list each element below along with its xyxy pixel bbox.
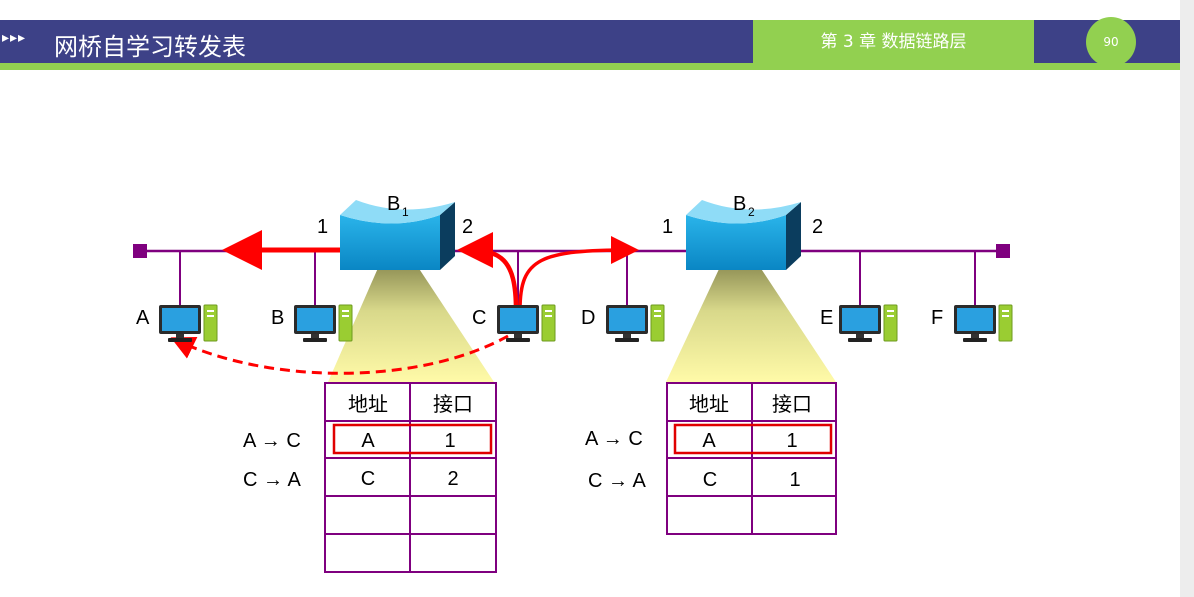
- bridge-b1-port2: 2: [462, 216, 473, 238]
- computer-icon: [497, 304, 556, 342]
- window-right-edge: [1180, 0, 1194, 597]
- frame-flood-arrow: [518, 236, 639, 311]
- computer-icon: [606, 304, 665, 342]
- table-cell: C: [703, 469, 717, 491]
- table-cell: 2: [447, 468, 458, 490]
- table-cell: A: [361, 430, 375, 452]
- table-header-address: 地址: [348, 392, 388, 416]
- highlight-box: [673, 423, 833, 455]
- row-label: C → A: [243, 469, 301, 491]
- bridge-b1-subscript: 1: [402, 205, 409, 219]
- row-label: A → C: [585, 428, 643, 450]
- host-label-b: B: [271, 307, 284, 329]
- host-label-e: E: [820, 307, 833, 329]
- table-cone-b1: [328, 252, 494, 382]
- bridge-b2-port1: 1: [662, 216, 673, 238]
- lan-terminator-icon: [133, 244, 147, 258]
- table-header-port: 接口: [772, 392, 812, 416]
- computer-icon: [294, 304, 353, 342]
- bridge-b1-name: B: [387, 193, 400, 215]
- table-cell: 1: [789, 469, 800, 491]
- computer-icon: [954, 304, 1013, 342]
- bridge-icon: [686, 200, 801, 270]
- forwarding-table-b2: 地址 接口 A 1 C 1: [666, 382, 837, 535]
- bridge-b2-port2: 2: [812, 216, 823, 238]
- frame-flood-arrow: [457, 232, 519, 311]
- table-cell: 1: [786, 430, 797, 452]
- highlight-box: [332, 423, 493, 455]
- lan-terminator-icon: [996, 244, 1010, 258]
- page-number: 90: [1086, 17, 1136, 67]
- computer-icon: [159, 304, 218, 342]
- table-cell: 1: [444, 430, 455, 452]
- frame-reply-arrow: [170, 334, 509, 375]
- title-arrow-icon: ▸▸▸: [2, 30, 27, 46]
- chapter-label: 第 3 章 数据链路层: [753, 20, 1034, 64]
- row-label: C → A: [588, 470, 646, 492]
- computer-icon: [839, 304, 898, 342]
- host-label-f: F: [931, 307, 943, 329]
- slide-header-stripe: [0, 63, 1180, 70]
- slide-title: 网桥自学习转发表: [54, 33, 246, 61]
- host-label-a: A: [136, 307, 150, 329]
- table-cell: C: [361, 468, 375, 490]
- forwarding-table-b1: 地址 接口 A 1 C 2: [324, 382, 497, 573]
- table-header-address: 地址: [689, 392, 729, 416]
- bridge-icon: [340, 200, 455, 270]
- table-cone-b2: [666, 252, 836, 382]
- row-label: A → C: [243, 430, 301, 452]
- bridge-b2-name: B: [733, 193, 746, 215]
- bridge-b2-subscript: 2: [748, 205, 755, 219]
- host-label-c: C: [472, 307, 486, 329]
- table-header-port: 接口: [433, 392, 473, 416]
- table-cell: A: [702, 430, 716, 452]
- bridge-b1-port1: 1: [317, 216, 328, 238]
- host-label-d: D: [581, 307, 595, 329]
